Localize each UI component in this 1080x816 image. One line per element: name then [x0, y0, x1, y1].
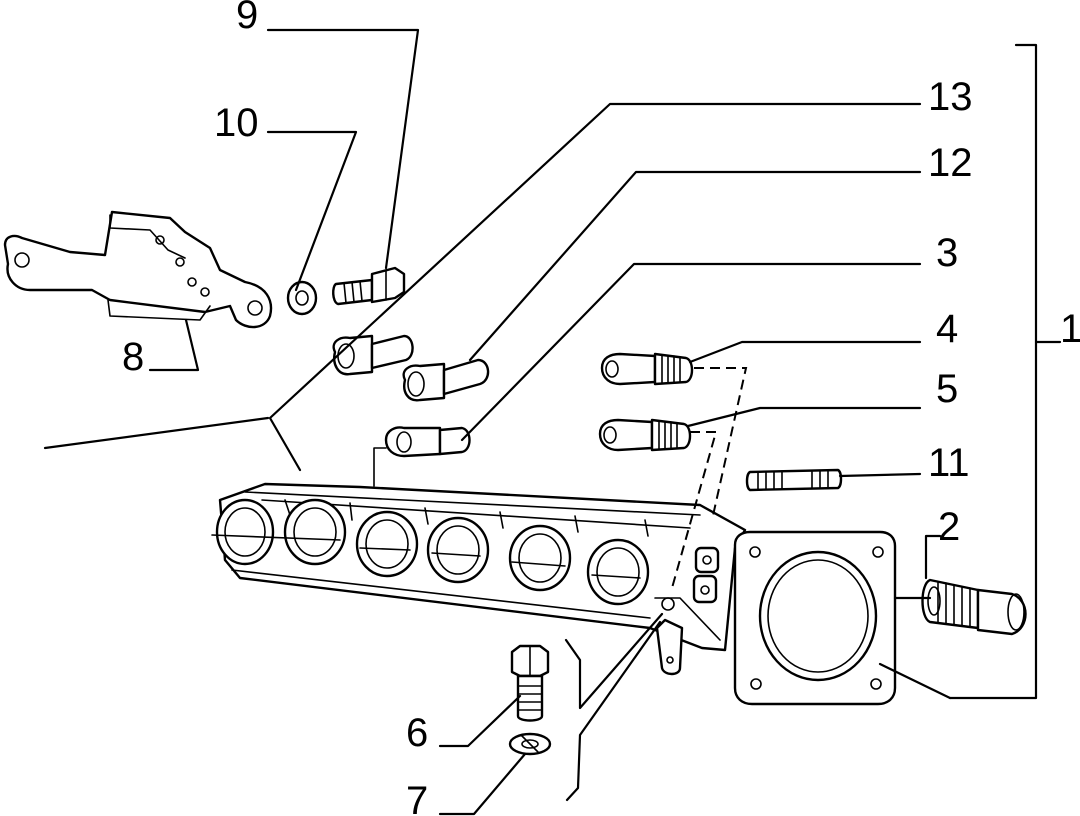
callout-10: 10 [214, 101, 259, 145]
stud-part-11 [745, 468, 843, 492]
callout-5: 5 [936, 367, 958, 411]
callout-12: 12 [928, 141, 973, 185]
callout-13: 13 [928, 75, 973, 119]
callout-8: 8 [122, 335, 144, 379]
callout-7: 7 [406, 779, 428, 816]
runner-openings [211, 498, 650, 606]
callout-2: 2 [938, 505, 960, 549]
lock-washer-part-7 [508, 732, 552, 756]
fitting-part-3 [384, 426, 471, 458]
fitting-part-5 [598, 418, 692, 452]
leader-lines [43, 28, 952, 816]
fitting-part-4 [600, 352, 694, 386]
washer-part-10 [286, 280, 318, 316]
bolt-part-6 [510, 644, 550, 722]
intake-manifold [211, 482, 897, 706]
fitting-part-12 [402, 358, 490, 402]
callout-11: 11 [928, 441, 970, 485]
callout-9: 9 [236, 0, 258, 37]
callout-labels: 9 10 8 13 12 3 4 5 11 2 1 6 7 [122, 0, 1080, 816]
bolt-part-9 [332, 266, 406, 306]
callout-4: 4 [936, 307, 958, 351]
fitting-part-13 [332, 334, 414, 376]
callout-3: 3 [936, 231, 958, 275]
fitting-part-2 [921, 578, 1027, 636]
callout-1: 1 [1060, 307, 1080, 351]
callout-6: 6 [406, 711, 428, 755]
bracket-part-8 [3, 210, 273, 329]
assembly-bracket-1 [948, 43, 1038, 700]
